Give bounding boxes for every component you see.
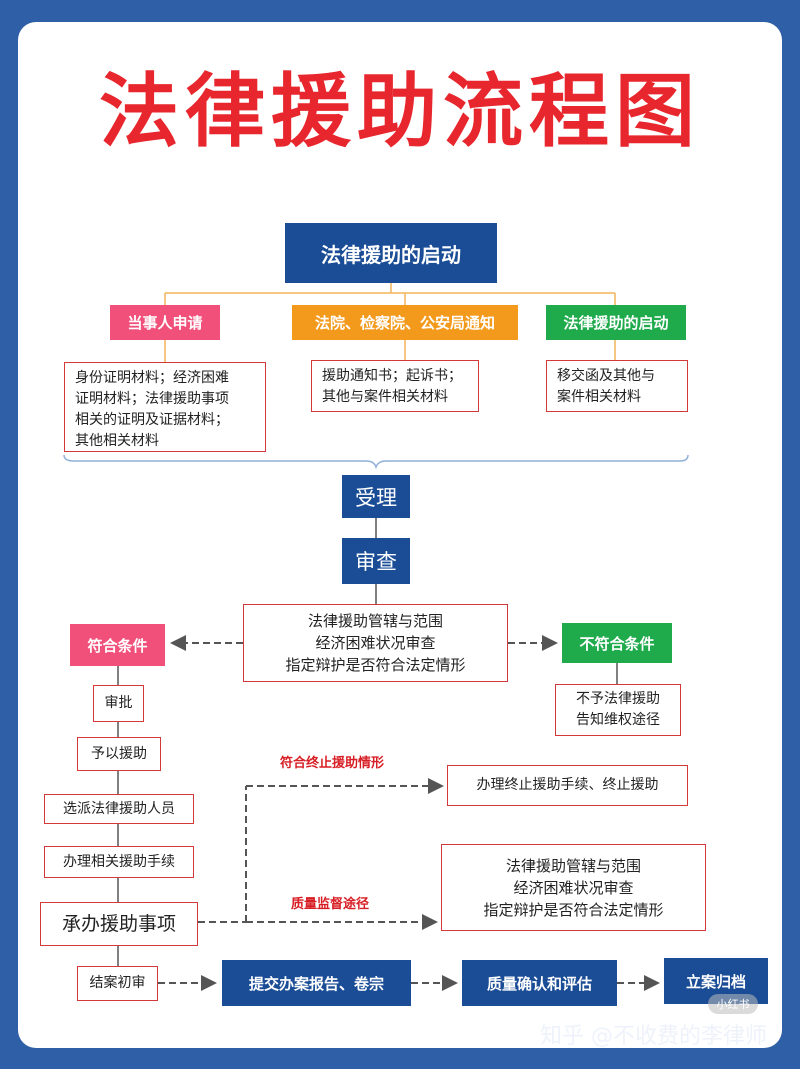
review-item: 指定辩护是否符合法定情形 — [285, 656, 466, 674]
court-materials: 援助通知书；起诉书； 其他与案件相关材料 — [311, 360, 479, 412]
stamp-badge: 小红书 — [708, 994, 758, 1014]
supervise-item: 经济困难状况审查 — [513, 878, 634, 897]
step-assign-staff: 选派法律援助人员 — [44, 794, 194, 824]
supervise-item: 指定辩护是否符合法定情形 — [483, 900, 664, 919]
supervise-item: 法律援助管辖与范围 — [505, 856, 641, 875]
result-line: 不予法律援助 — [576, 691, 660, 707]
material-line: 案件相关材料 — [557, 389, 641, 405]
material-line: 移交函及其他与 — [557, 368, 655, 384]
ineligible-box: 不符合条件 — [562, 623, 672, 663]
branch-legal-aid-start: 法律援助的启动 — [546, 305, 686, 340]
final-submit-report: 提交办案报告、卷宗 — [222, 960, 411, 1006]
review-items: 法律援助管辖与范围 经济困难状况审查 指定辩护是否符合法定情形 — [243, 604, 508, 682]
material-line: 相关的证明及证据材料； — [75, 412, 229, 428]
ineligible-result: 不予法律援助 告知维权途径 — [555, 684, 681, 736]
start-box: 法律援助的启动 — [285, 223, 497, 283]
terminate-label: 符合终止援助情形 — [280, 756, 385, 771]
review-item: 法律援助管辖与范围 — [307, 612, 443, 630]
result-line: 告知维权途径 — [576, 712, 660, 728]
branch-applicant: 当事人申请 — [110, 305, 220, 340]
applicant-materials: 身份证明材料；经济困难 证明材料；法律援助事项 相关的证明及证据材料； 其他相关… — [64, 362, 266, 452]
step-approve: 审批 — [93, 685, 144, 722]
review-item: 经济困难状况审查 — [315, 634, 436, 652]
branch-court-notice: 法院、检察院、公安局通知 — [292, 305, 518, 340]
material-line: 证明材料；法律援助事项 — [75, 391, 229, 407]
eligible-box: 符合条件 — [70, 624, 165, 666]
review-box: 审查 — [342, 538, 410, 584]
material-line: 援助通知书；起诉书； — [322, 368, 462, 384]
watermark: 知乎 @不收费的李律师 — [540, 1024, 767, 1049]
page-title: 法律援助流程图 — [99, 65, 701, 158]
terminate-result: 办理终止援助手续、终止援助 — [447, 765, 688, 806]
material-line: 其他相关材料 — [75, 433, 159, 449]
accept-box: 受理 — [342, 475, 410, 518]
step-initial-closing-review: 结案初审 — [77, 966, 158, 1001]
supervise-label: 质量监督途径 — [291, 897, 370, 912]
step-procedures: 办理相关援助手续 — [44, 846, 194, 878]
material-line: 身份证明材料；经济困难 — [75, 370, 229, 386]
step-grant-aid: 予以援助 — [77, 737, 161, 771]
material-line: 其他与案件相关材料 — [322, 389, 448, 405]
step-handle-case: 承办援助事项 — [40, 902, 198, 946]
final-quality-review: 质量确认和评估 — [462, 960, 617, 1006]
supervise-items: 法律援助管辖与范围 经济困难状况审查 指定辩护是否符合法定情形 — [441, 844, 706, 931]
start-materials: 移交函及其他与 案件相关材料 — [546, 360, 688, 412]
